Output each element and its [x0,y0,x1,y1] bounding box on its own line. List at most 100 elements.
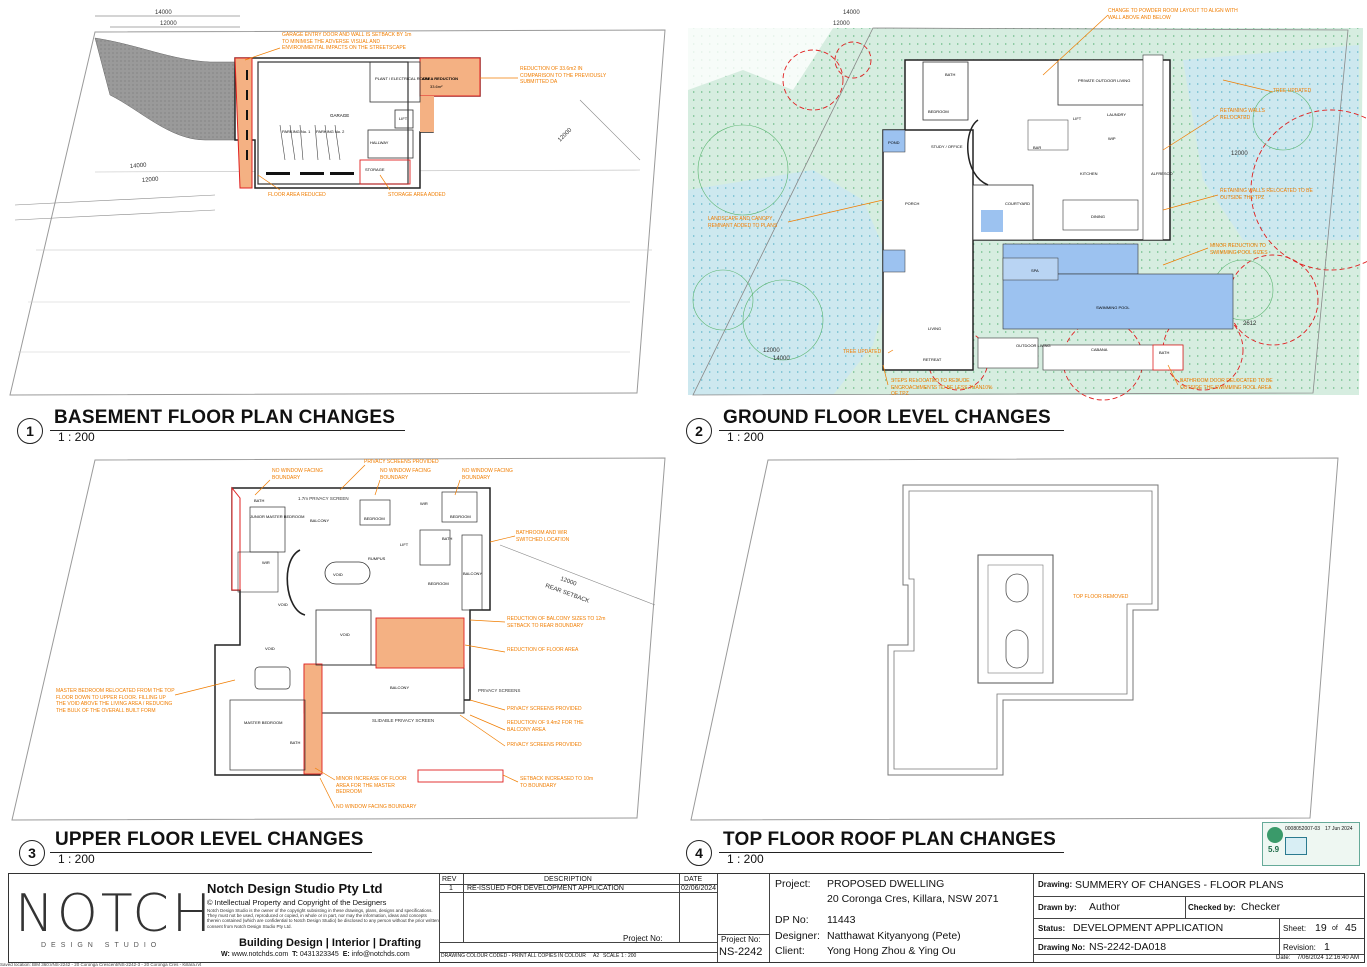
dim-text: 2612 [1243,321,1257,327]
ground-drawing: 14000 12000 12000 12000 14000 2612 BATH … [688,8,1367,401]
divider [439,874,440,962]
room-label: 33.6m² [430,84,443,89]
divider [1033,954,1364,955]
title-underline [719,852,1064,853]
annotation-note: MINOR REDUCTION TO SWIMMING POOL SIZES [1210,243,1268,256]
plan-number-2: 2 [686,418,712,444]
divider [1033,918,1364,919]
revision-date: 02/06/2024 [681,885,717,892]
firm-contact: W: www.notchds.com T: 0431323345 E: info… [221,951,410,958]
annotation-note: SETBACK INCREASED TO 10m TO BOUNDARY [520,776,594,789]
sheet-of: of [1332,925,1338,932]
email-link[interactable]: info@notchds.com [351,951,410,958]
tel-label: T: [292,951,298,958]
room-label: BAR [1033,145,1041,150]
room-label: LIFT [399,116,408,121]
room-label: PLANT / ELECTRICAL ROOM [375,76,429,81]
room-label: POND [888,140,900,145]
sheet-number: 19 [1315,922,1327,934]
sheet-label: Sheet: [1283,924,1307,933]
room-label: OUTDOOR LIVING [1016,343,1051,348]
qr-icon [1285,837,1307,855]
annotation-note: 1.7m PRIVACY SCREEN [298,496,349,501]
dim-text: 14000 [773,356,790,362]
dim-text: 14000 [155,10,172,16]
status-value: DEVELOPMENT APPLICATION [1073,922,1224,934]
rating-icon [1267,827,1283,843]
annotation-note: STORAGE AREA ADDED [388,192,446,198]
divider [439,892,717,893]
room-label: BEDROOM [928,109,949,114]
room-label: BATH [1159,350,1169,355]
annotation-note: TREE UPDATED [1273,88,1312,94]
title-underline [50,852,372,853]
annotation-note: CHANGE TO POWDER ROOM LAYOUT TO ALIGN WI… [1108,8,1238,21]
project-no-caption: Project No: [721,935,761,944]
plan-ground: 14000 12000 12000 12000 14000 2612 BATH … [683,0,1367,445]
firm-name: Notch Design Studio Pty Ltd [207,881,383,896]
divider [463,874,464,942]
date-label: Date: [1276,955,1291,961]
room-label: BATH [290,740,300,745]
annotation-note: PRIVACY SCREENS PROVIDED [507,706,582,712]
email-label: E: [342,951,350,958]
room-label: MASTER BEDROOM [244,720,282,725]
room-label: STORAGE [365,167,385,172]
annotation-note: NO WINDOW FACING BOUNDARY [272,468,323,481]
annotation-note: BATHROOM DOOR RELOCATED TO BE OUTSIDE TH… [1180,378,1273,391]
room-label: JUNIOR MASTER BEDROOM [250,514,304,519]
plan-title-1: BASEMENT FLOOR PLAN CHANGES [54,407,396,428]
divider [439,884,717,885]
plan-scale-4: 1 : 200 [727,852,764,866]
room-label: HALLWAY [370,140,389,145]
annotation-note: RETAINING WALLS RELOCATED [1220,108,1266,121]
annotation-note: FLOOR AREA REDUCED [268,192,326,198]
saved-location: Saved location: BIM 360://NS-2242 - 20 C… [0,962,202,967]
web-link[interactable]: www.notchds.com [231,951,289,958]
annotation-note: PRIVACY SCREENS PROVIDED [507,742,582,748]
annotation-note: NO WINDOW FACING BOUNDARY [380,468,431,481]
revision-description: RE-ISSUED FOR DEVELOPMENT APPLICATION [467,885,624,892]
project-address: 20 Coronga Cres, Killara, NSW 2071 [827,893,999,905]
room-label: BEDROOM [450,514,471,519]
colour-note: DRAWING COLOUR CODED - PRINT ALL COPIES … [441,953,586,959]
divider [717,874,718,962]
checked-by-label: Checked by: [1188,903,1236,912]
dim-text: 12000 [833,21,850,27]
description-header: DESCRIPTION [544,876,592,883]
revision-label: Revision: [1283,943,1316,952]
print-date: 7/06/2024 12:16:40 AM [1297,955,1360,961]
dim-text: 12000 [142,177,160,184]
badge-id: 0008052007-03 [1285,826,1321,832]
dim-text: 14000 [130,163,148,170]
dim-text: REAR SETBACK [544,583,590,604]
dim-text: 12000 [763,348,780,354]
room-label: DINING [1091,214,1105,219]
drawn-by: Author [1089,901,1120,913]
client-name: Yong Hong Zhou & Ying Ou [827,945,956,957]
plan-number-1: 1 [17,418,43,444]
divider [769,874,770,962]
room-label: VOID [278,602,288,607]
room-label: PARKING No. 1 [282,129,311,134]
dim-text: 12000 [559,576,577,588]
dp-label: DP No: [775,914,809,926]
project-name: PROPOSED DWELLING [827,878,945,890]
room-label: KITCHEN [1080,171,1098,176]
annotation-note: TOP FLOOR REMOVED [1073,594,1129,600]
room-label: VOID [333,572,343,577]
divider [1279,918,1280,954]
project-number: NS-2242 [719,946,763,958]
scale-label: SCALE [603,953,620,959]
dim-text: 12000 [160,21,177,27]
project-label: Project: [775,878,811,890]
plan-basement: 14000 12000 12000 14000 12000 GARAGE PAR… [0,0,683,445]
energy-rating-badge: 0008052007-03 17 Jun 2024 5.9 [1262,822,1360,866]
plan-scale-3: 1 : 200 [58,852,95,866]
plan-number-3: 3 [19,840,45,866]
plan-title-3: UPPER FLOOR LEVEL CHANGES [55,829,364,850]
basement-drawing: 14000 12000 12000 14000 12000 GARAGE PAR… [9,10,666,396]
designer-label: Designer: [775,930,820,942]
dim-text: 14000 [843,10,860,16]
room-label: CABANA [1091,347,1108,352]
